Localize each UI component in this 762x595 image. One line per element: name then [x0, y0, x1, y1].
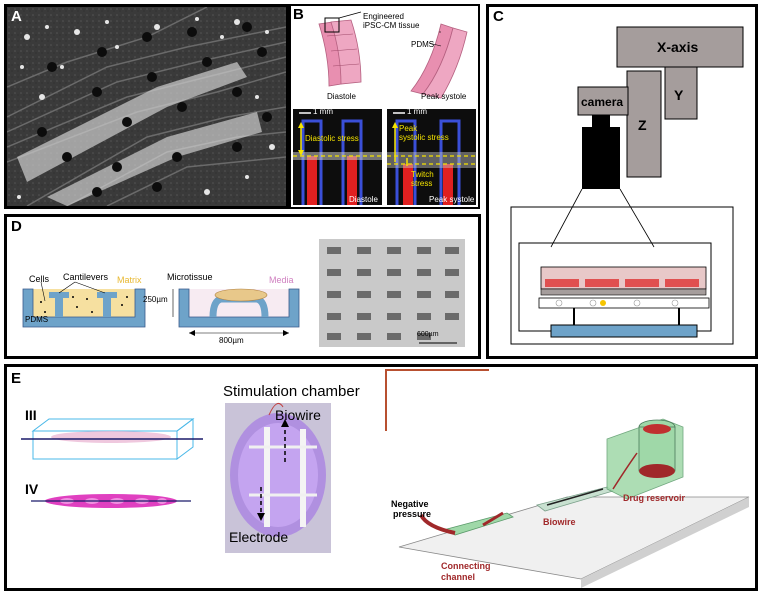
roman-iv-label: IV: [25, 481, 39, 497]
scale-right-label: 1 mm: [407, 107, 427, 116]
channel-label: channel: [441, 572, 476, 582]
camera-label: camera: [581, 95, 624, 109]
panel-e: E III IV Stimulation chamber: [4, 364, 758, 591]
connecting-label: Connecting: [441, 561, 491, 571]
imaging-rig-schematic: [510, 26, 744, 345]
z-label: Z: [638, 117, 647, 133]
diastole-top-label: Diastole: [327, 92, 356, 101]
dim-800-label: 800µm: [219, 336, 244, 345]
systolic-stress-label: systolic stress: [399, 133, 449, 142]
twitch-label: Twitch: [411, 170, 434, 179]
y-label: Y: [674, 87, 684, 103]
x-axis-label: X-axis: [657, 39, 699, 55]
microtissue-array-image: [319, 239, 465, 347]
tissue-label: iPSC-CM tissue: [363, 21, 420, 30]
cantilevers-label: Cantilevers: [63, 272, 109, 282]
cells-label: Cells: [29, 274, 50, 284]
peak-systole-top-label: Peak systole: [421, 92, 467, 101]
engineered-label: Engineered: [363, 12, 404, 21]
peak-systole-bottom-label: Peak systole: [429, 195, 475, 204]
biowire-label: Biowire: [275, 407, 321, 423]
panel-a: A: [4, 4, 289, 209]
negative-label: Negative: [391, 499, 429, 509]
panel-a-label: A: [11, 8, 22, 25]
pdms-label: PDMS: [411, 40, 435, 49]
media-label: Media: [269, 275, 294, 285]
micrograph-electrode-array: [7, 7, 286, 206]
panel-b-label: B: [293, 6, 304, 23]
panel-d-label: D: [11, 218, 22, 235]
biowire-schematic: [21, 369, 751, 588]
heart-tissue-schematic: [293, 11, 476, 205]
stress-label: stress: [411, 179, 433, 188]
matrix-label: Matrix: [117, 275, 142, 285]
panel-e-label: E: [11, 370, 22, 387]
panel-c-label: C: [493, 8, 504, 25]
panel-b: B: [289, 4, 480, 209]
pressure-label: pressure: [393, 509, 432, 519]
roman-iii-label: III: [25, 407, 37, 423]
scale-600-label: 600µm: [417, 331, 439, 338]
scale-left-label: 1 mm: [313, 107, 333, 116]
diastole-bottom-label: Diastole: [349, 195, 378, 204]
stim-chamber-title: Stimulation chamber: [223, 383, 360, 400]
diastolic-stress-label: Diastolic stress: [305, 134, 359, 143]
dim-250-label: 250µm: [143, 295, 168, 304]
pdms-d-label: PDMS: [25, 315, 49, 324]
panel-d: D Cells Cantil: [4, 214, 481, 359]
drug-reservoir-label: Drug reservoir: [623, 493, 686, 503]
peak-label: Peak: [399, 124, 418, 133]
panel-c: C X-axis Y Z camera: [486, 4, 758, 359]
biowire-chip-label: Biowire: [543, 517, 576, 527]
electrode-label: Electrode: [229, 529, 289, 545]
microtissue-label: Microtissue: [167, 272, 213, 282]
